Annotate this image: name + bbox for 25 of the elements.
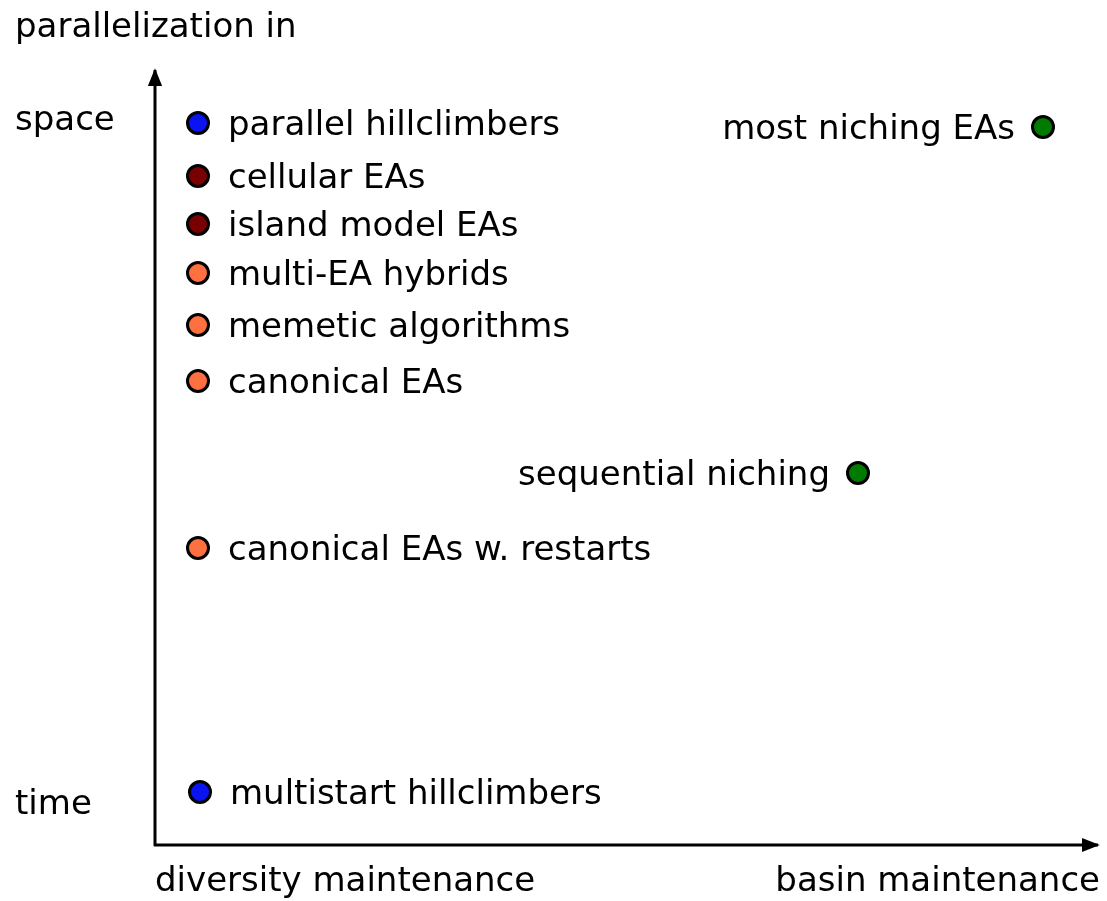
point-label: most niching EAs [722, 110, 1015, 144]
axis-title: parallelization in [15, 8, 297, 42]
dot-marker [186, 164, 210, 188]
dot-marker [186, 369, 210, 393]
point-label: sequential niching [518, 456, 830, 490]
axis-label: time [15, 785, 92, 819]
dot-marker [1031, 115, 1055, 139]
point-label: parallel hillclimbers [228, 106, 561, 140]
point-label: multi-EA hybrids [228, 256, 509, 290]
dot-marker [186, 313, 210, 337]
dot-marker [188, 780, 212, 804]
dot-marker [186, 212, 210, 236]
point-label: canonical EAs [228, 364, 464, 398]
axis-label: space [15, 101, 115, 135]
dot-marker [846, 461, 870, 485]
dot-marker [186, 111, 210, 135]
point-label: memetic algorithms [228, 308, 571, 342]
point-label: cellular EAs [228, 159, 426, 193]
dot-marker [186, 261, 210, 285]
dot-marker [186, 536, 210, 560]
axis-label: basin maintenance [775, 862, 1100, 896]
point-label: canonical EAs w. restarts [228, 531, 652, 565]
point-label: multistart hillclimbers [230, 775, 602, 809]
axis-label: diversity maintenance [155, 862, 536, 896]
point-label: island model EAs [228, 207, 519, 241]
